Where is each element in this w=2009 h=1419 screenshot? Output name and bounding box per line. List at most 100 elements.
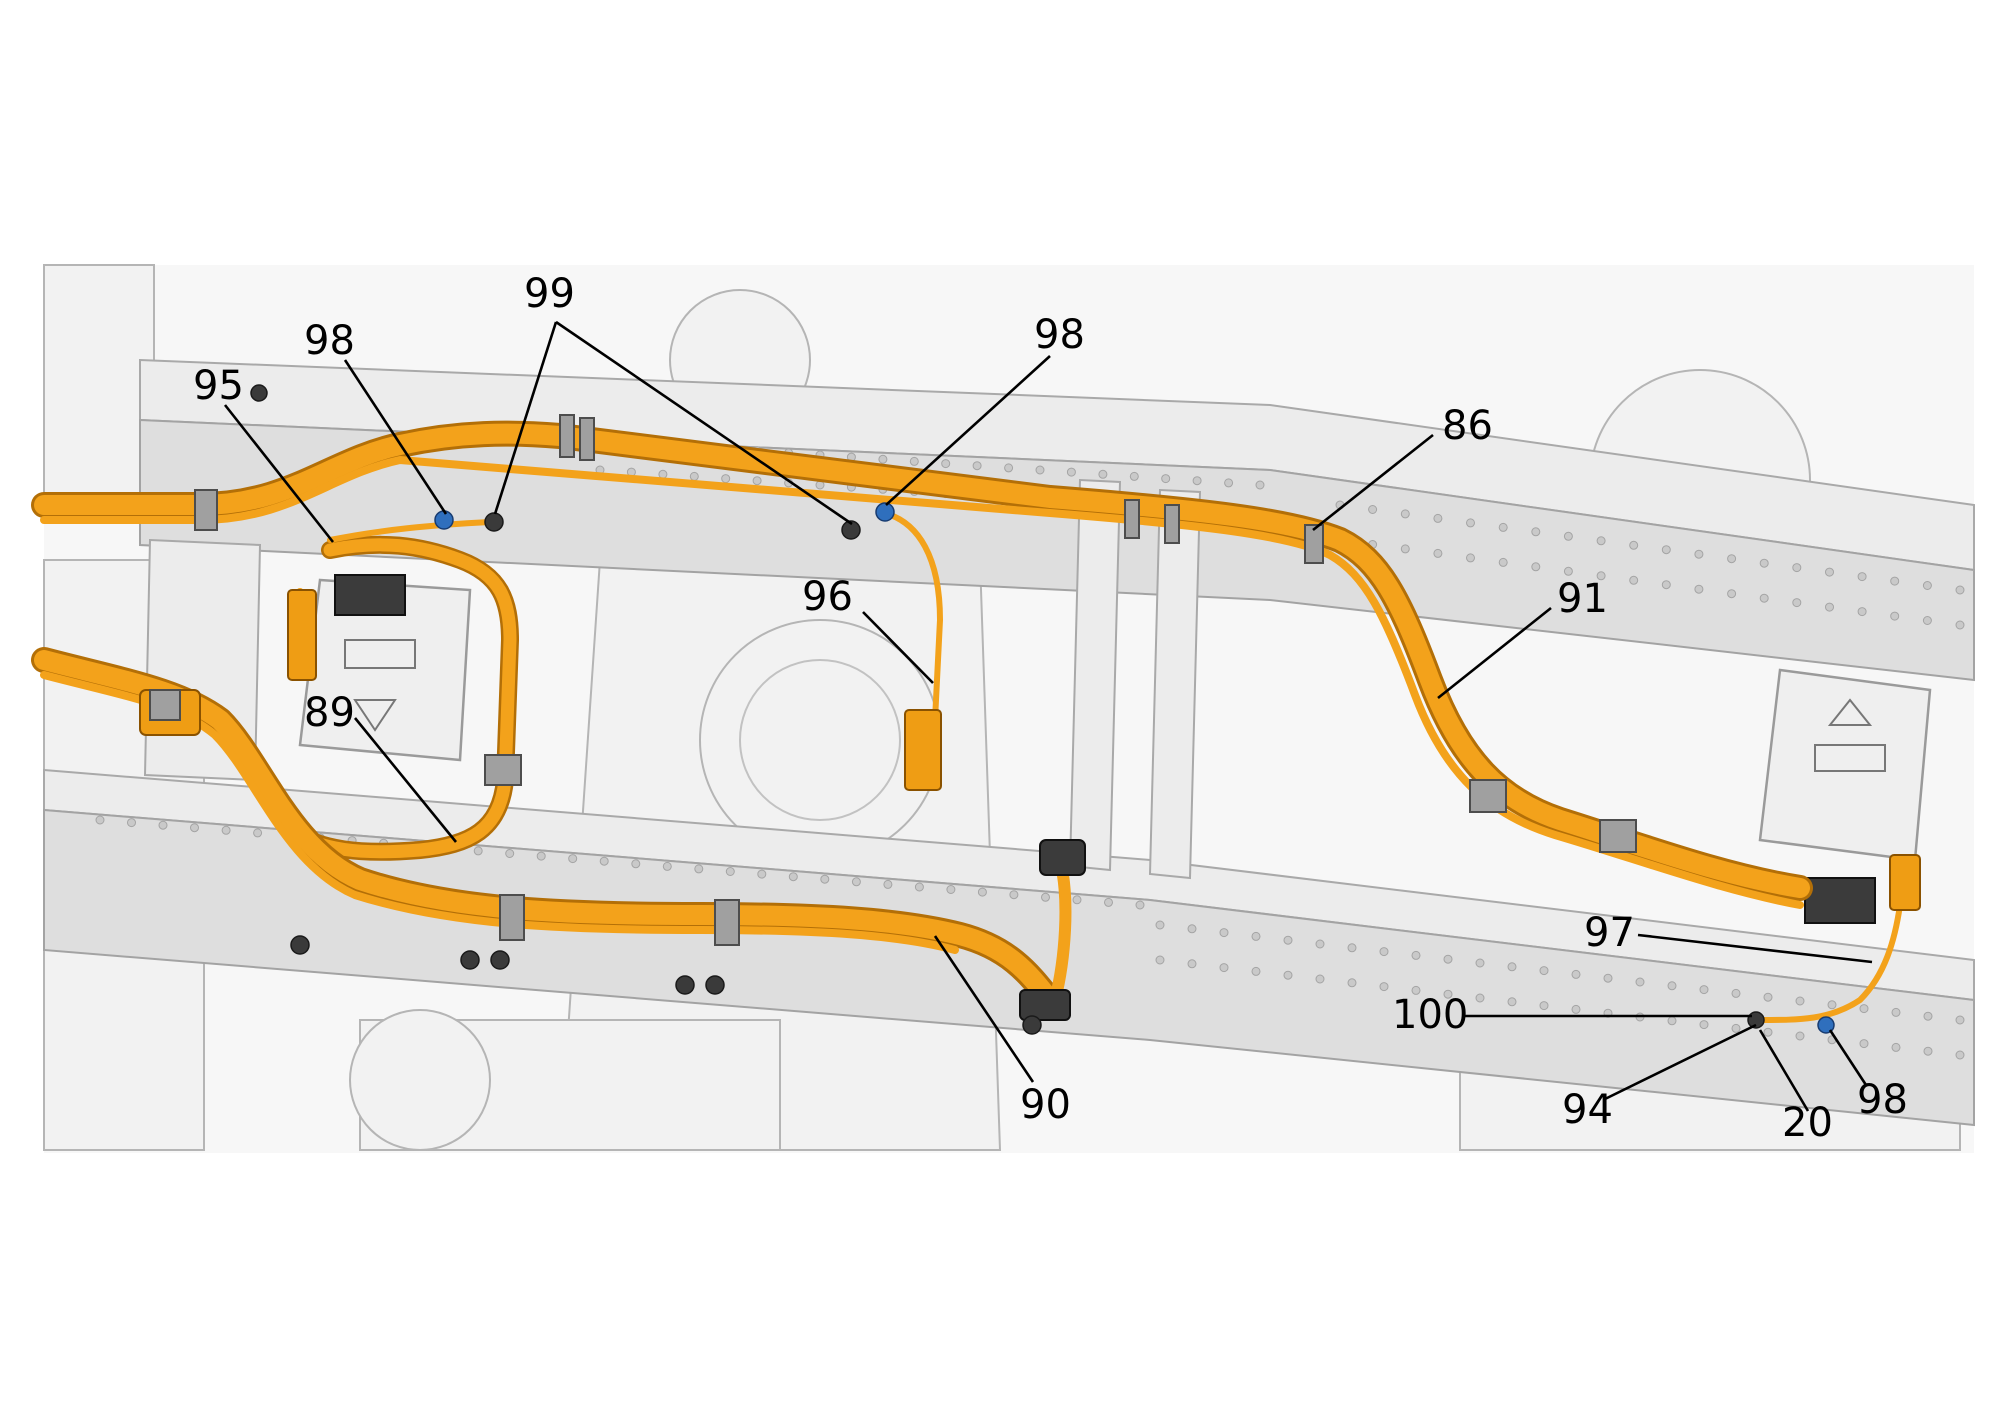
rail-hole — [1072, 895, 1082, 905]
fastener-98-a — [434, 510, 454, 530]
rail-hole — [1498, 522, 1508, 532]
clamp-86 — [1304, 524, 1324, 564]
rail-hole — [914, 882, 924, 892]
connector-96-end — [904, 709, 942, 791]
bolt-lower-6 — [1022, 1015, 1042, 1035]
rail-hole — [1857, 572, 1867, 582]
rail-hole — [977, 887, 987, 897]
control-box-left — [298, 574, 472, 762]
rail-hole — [1347, 943, 1357, 953]
rail-hole — [1694, 549, 1704, 559]
callout-98-left: 98 — [304, 318, 355, 364]
clamp-1 — [194, 489, 218, 531]
leader-94 — [1604, 1023, 1757, 1101]
rail-hole — [1379, 947, 1389, 957]
rail-hole — [568, 854, 578, 864]
rail-hole — [694, 864, 704, 874]
rail-hole — [1792, 598, 1802, 608]
rail-hole — [1891, 1042, 1901, 1052]
chassis-drawing — [31, 264, 1975, 1153]
rail-hole — [1155, 920, 1165, 930]
rail-hole — [1629, 575, 1639, 585]
rail-hole — [1955, 620, 1965, 630]
rail-hole — [1955, 585, 1965, 595]
callout-90: 90 — [1020, 1082, 1071, 1128]
rail-hole — [1792, 563, 1802, 573]
rail-hole — [1825, 567, 1834, 577]
clamp-90-a — [499, 894, 525, 941]
rail-hole — [725, 867, 735, 876]
rail-hole — [1411, 950, 1421, 960]
rail-hole — [1795, 996, 1805, 1006]
lower-motor — [349, 1009, 491, 1151]
callout-97: 97 — [1584, 910, 1635, 956]
rail-hole — [1192, 476, 1202, 486]
rail-hole — [1531, 527, 1541, 537]
clamp-left — [149, 689, 181, 721]
rail-hole — [909, 456, 919, 466]
rail-hole — [190, 823, 199, 833]
leader-91 — [1437, 606, 1552, 700]
clamp-2 — [559, 414, 575, 458]
clamp-89 — [484, 754, 522, 786]
leader-lines — [223, 320, 1873, 1112]
rail-hole — [941, 459, 951, 469]
rail-hole — [1759, 593, 1769, 603]
rail-hole — [1041, 892, 1050, 902]
center-motor-ring — [739, 659, 901, 821]
rail-hole — [1923, 1046, 1933, 1056]
rail-hole — [972, 461, 982, 471]
rail-hole — [505, 849, 515, 858]
rail-hole — [1859, 1039, 1869, 1049]
rail-hole — [1539, 1001, 1549, 1011]
rail-hole — [127, 818, 136, 828]
rail-hole — [1955, 1050, 1965, 1060]
rail-hole — [1475, 958, 1485, 968]
clamp-90-b — [714, 899, 740, 946]
harness-97 — [1757, 902, 1903, 1023]
control-box-right — [1758, 668, 1932, 924]
rail-hole — [1922, 616, 1932, 625]
rail-hole — [1539, 966, 1549, 976]
callout-100: 100 — [1392, 992, 1468, 1038]
clamp-3 — [579, 417, 595, 461]
rail-hole — [1857, 607, 1867, 617]
callout-95: 95 — [193, 363, 244, 409]
connector-90-end — [1019, 989, 1071, 1021]
rail-hole — [1251, 966, 1261, 976]
rail-hole — [1035, 465, 1045, 475]
callout-86: 86 — [1442, 403, 1493, 449]
rail-hole — [1400, 544, 1410, 554]
rail-hole — [883, 879, 893, 889]
rail-hole — [1763, 992, 1773, 1002]
rail-hole — [1443, 954, 1453, 964]
rail-hole — [1727, 589, 1737, 599]
leader-89 — [353, 717, 458, 843]
leader-20 — [1758, 1029, 1810, 1112]
rail-hole — [1255, 480, 1265, 490]
rail-hole — [1731, 988, 1741, 998]
rail-hole — [820, 874, 830, 884]
rail-hole — [599, 856, 609, 866]
callout-89: 89 — [304, 690, 355, 736]
rail-hole — [946, 885, 956, 894]
callout-91: 91 — [1557, 576, 1608, 622]
rail-hole — [1161, 474, 1171, 484]
rail-hole — [1224, 478, 1234, 488]
leader-99-a — [493, 321, 558, 515]
rail-hole — [851, 877, 861, 887]
rail-hole — [1563, 566, 1573, 576]
cross-member-center-b — [1148, 488, 1202, 880]
rail-hole — [1890, 576, 1900, 586]
rail-hole — [1825, 602, 1834, 612]
rail-hole — [1129, 471, 1139, 481]
rail-hole — [1251, 931, 1261, 941]
rail-hole — [1098, 469, 1108, 479]
rail-hole — [1759, 558, 1769, 568]
rail-hole — [1066, 467, 1076, 477]
cross-members — [143, 478, 1202, 880]
harness-96 — [877, 509, 943, 723]
rail-hole — [1763, 1027, 1773, 1037]
callout-98-right: 98 — [1857, 1077, 1908, 1123]
